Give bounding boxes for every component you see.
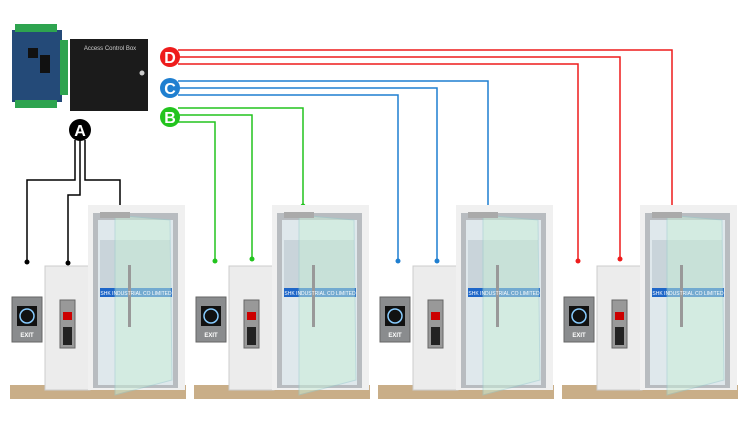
door-1: EXIT SHK INDUSTRIAL CO LIMITED xyxy=(9,204,187,400)
door-2: EXIT SHK INDUSTRIAL CO LIMITED xyxy=(193,204,371,400)
door-4: EXIT SHK INDUSTRIAL CO LIMITED xyxy=(561,204,739,400)
wire-group-a xyxy=(26,140,121,262)
wire-group-d xyxy=(178,49,673,260)
label-b-text: B xyxy=(164,110,176,127)
door-sign-text: SHK INDUSTRIAL CO LIMITED xyxy=(468,291,540,297)
exit-label: EXIT xyxy=(572,333,586,339)
control-box-label: Access Control Box xyxy=(84,46,136,52)
exit-label: EXIT xyxy=(20,333,34,339)
label-c-text: C xyxy=(164,81,176,98)
label-c: C xyxy=(160,78,180,98)
exit-label: EXIT xyxy=(388,333,402,339)
exit-label: EXIT xyxy=(204,333,218,339)
label-a-text: A xyxy=(74,123,86,140)
label-b: B xyxy=(160,107,180,127)
control-box: Access Control Box xyxy=(70,39,148,111)
wire-group-b xyxy=(178,107,304,260)
door-3: EXIT SHK INDUSTRIAL CO LIMITED xyxy=(377,204,555,400)
label-a: A xyxy=(69,119,91,141)
door-sign-text: SHK INDUSTRIAL CO LIMITED xyxy=(284,291,356,297)
label-d: D xyxy=(160,47,180,67)
wire-group-c xyxy=(178,80,489,260)
door-sign-text: SHK INDUSTRIAL CO LIMITED xyxy=(652,291,724,297)
label-d-text: D xyxy=(164,50,176,67)
door-sign-text: SHK INDUSTRIAL CO LIMITED xyxy=(100,291,172,297)
controller-board xyxy=(12,24,68,108)
